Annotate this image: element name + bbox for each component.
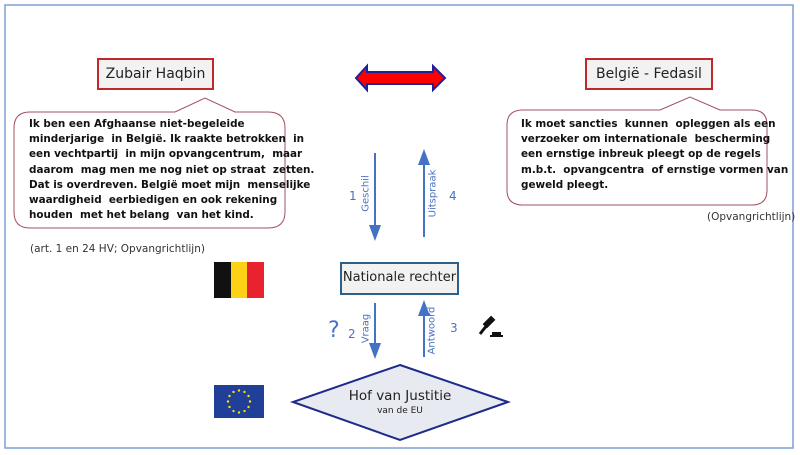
eu-star-icon <box>232 390 235 394</box>
statement-line: m.b.t. opvangcentra of ernstige vormen v… <box>521 163 789 176</box>
right-statement: Ik moet sancties kunnen opleggen als een… <box>521 117 788 193</box>
step-1-number: 1 <box>349 189 357 203</box>
eu-star-icon <box>226 400 230 403</box>
statement-line: waardigheid eerbiedigen en ook rekening <box>29 194 278 207</box>
step-4-number: 4 <box>449 189 457 203</box>
belgian-flag-icon <box>214 262 264 298</box>
eu-star-icon <box>228 394 231 398</box>
national-court-box <box>340 262 459 295</box>
statement-line: houden met het belang van het kind. <box>29 209 254 222</box>
left-source: (art. 1 en 24 HV; Opvangrichtlijn) <box>30 243 205 255</box>
eu-star-icon <box>243 390 246 394</box>
statement-line: Ik moet sancties kunnen opleggen als een <box>521 118 776 130</box>
eu-flag-icon <box>214 385 264 418</box>
step-4-label: Uitspraak <box>427 169 439 218</box>
statement-line: Ik ben een Afghaanse niet-begeleide <box>29 118 245 130</box>
statement-line: een vechtpartij in mijn opvangcentrum, m… <box>29 148 303 161</box>
eu-star-icon <box>237 389 241 392</box>
national-court-label: Nationale rechter <box>342 270 457 285</box>
eu-star-icon <box>237 411 241 414</box>
statement-line: minderjarige in België. Ik raakte betrok… <box>29 133 305 146</box>
eu-court-subtitle: van de EU <box>377 406 423 416</box>
frame <box>4 4 794 449</box>
step-3-number: 3 <box>450 321 458 335</box>
gavel-icon <box>478 315 503 337</box>
left-statement: Ik ben een Afghaanse niet-begeleide minde… <box>29 117 314 223</box>
statement-line: daarom mag men me nog niet op straat zet… <box>29 163 315 176</box>
step-3-label: Antwoord <box>426 306 438 355</box>
party-name-right: België - Fedasil <box>585 58 713 90</box>
right-speech-bubble <box>506 96 768 206</box>
eu-star-icon <box>248 400 252 403</box>
question-mark-icon: ? <box>328 318 340 343</box>
step-2-number: 2 <box>348 327 356 341</box>
eu-star-icon <box>243 409 246 413</box>
eu-star-icon <box>232 409 235 413</box>
statement-line: verzoeker om internationale bescherming <box>521 133 771 146</box>
eu-star-icon <box>228 405 231 409</box>
step-1-label: Geschil <box>360 175 372 212</box>
eu-court-title: Hof van Justitie <box>348 388 452 404</box>
double-arrow-icon <box>354 63 447 93</box>
statement-line: een ernstige inbreuk pleegt op de regels <box>521 148 761 161</box>
step-2-label: Vraag <box>360 313 372 344</box>
left-speech-bubble <box>13 97 286 229</box>
statement-line: geweld pleegt. <box>521 178 609 191</box>
party-name-left: Zubair Haqbin <box>97 58 214 90</box>
eu-court-diamond <box>289 363 512 442</box>
statement-line: Dat is overdreven. België moet mijn mens… <box>29 178 311 191</box>
eu-star-icon <box>247 405 250 409</box>
eu-star-icon <box>247 394 250 398</box>
right-source: (Opvangrichtlijn) <box>707 211 796 223</box>
